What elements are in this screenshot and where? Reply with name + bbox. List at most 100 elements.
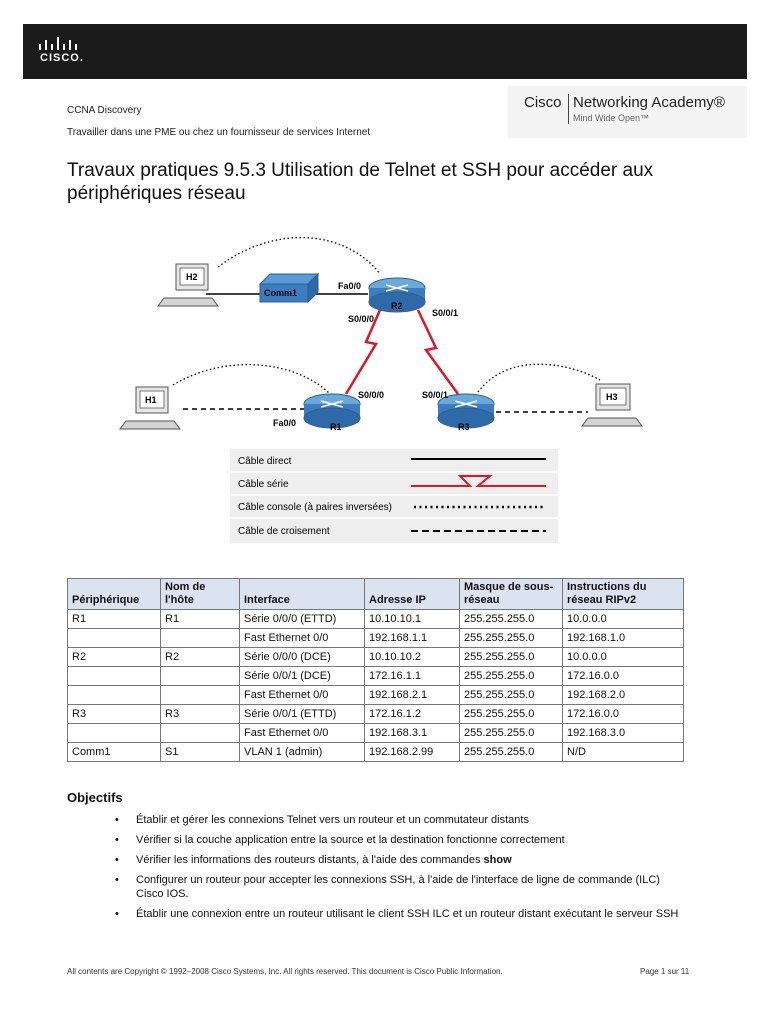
- legend-sample-serial: [411, 475, 546, 487]
- label-r1: R1: [330, 422, 342, 432]
- cell-device: R1: [67, 609, 161, 629]
- list-item: • Établir une connexion entre un routeur …: [110, 907, 690, 921]
- cell-device: [67, 685, 161, 705]
- cell-mask: 255.255.255.0: [459, 609, 563, 629]
- iface-r2-s000: S0/0/0: [348, 314, 374, 324]
- cell-hostname: [160, 666, 240, 686]
- cell-mask: 255.255.255.0: [459, 742, 563, 762]
- serial-cable-r2-r3: [416, 309, 460, 395]
- legend-label-straight: Câble direct: [238, 456, 292, 467]
- label-comm1: Comm1: [264, 288, 297, 298]
- page-title: Travaux pratiques 9.5.3 Utilisation de T…: [67, 160, 654, 204]
- cell-hostname: S1: [160, 742, 240, 762]
- objectives-list: •Établir et gérer les connexions Telnet …: [110, 813, 690, 927]
- cell-interface: VLAN 1 (admin): [239, 742, 365, 762]
- page-number: Page 1 sur 11: [640, 967, 690, 976]
- objectives-heading: Objectifs: [67, 790, 123, 805]
- brand-networking-academy: Networking Academy®: [573, 94, 725, 111]
- table-row: Fast Ethernet 0/0 192.168.1.1 255.255.25…: [67, 628, 684, 648]
- cell-ip: 192.168.1.1: [364, 628, 460, 648]
- cell-hostname: [160, 628, 240, 648]
- cell-ip: 10.10.10.2: [364, 647, 460, 667]
- serial-cable-r2-r1: [344, 309, 382, 395]
- cell-ip: 192.168.3.1: [364, 723, 460, 743]
- addressing-table: Périphérique Nom de l'hôte Interface Adr…: [67, 578, 684, 762]
- console-cable-h1-r1: [172, 363, 331, 395]
- list-item: •Configurer un routeur pour accepter les…: [110, 873, 690, 901]
- cell-interface: Série 0/0/1 (ETTD): [239, 704, 365, 724]
- cell-mask: 255.255.255.0: [459, 685, 563, 705]
- logo-text: CISCO.: [40, 52, 84, 64]
- bullet-icon: •: [115, 834, 119, 846]
- cell-ip: 192.168.2.99: [364, 742, 460, 762]
- header-bar: CISCO.: [23, 24, 747, 79]
- cell-hostname: R3: [160, 704, 240, 724]
- bullet-icon: •: [115, 908, 119, 920]
- iface-r1-fa00: Fa0/0: [273, 418, 296, 428]
- objective-text: Vérifier les informations des routeurs d…: [136, 854, 484, 866]
- cable-legend: Câble direct Câble série Câble console (…: [230, 449, 558, 543]
- cell-ripv2: 192.168.3.0: [562, 723, 684, 743]
- course-subtitle: Travailler dans une PME ou chez un fourn…: [67, 127, 371, 138]
- cell-device: Comm1: [67, 742, 161, 762]
- cisco-bars-icon: [39, 37, 77, 50]
- cell-ripv2: 172.16.0.0: [562, 704, 684, 724]
- cell-interface: Série 0/0/0 (DCE): [239, 647, 365, 667]
- legend-row-crossover: Câble de croisement: [238, 526, 546, 537]
- pc-h2-icon: H2: [157, 263, 219, 307]
- table-row: Fast Ethernet 0/0 192.168.2.1 255.255.25…: [67, 685, 684, 705]
- router-r3-icon: R3: [437, 393, 495, 432]
- cell-mask: 255.255.255.0: [459, 628, 563, 648]
- cell-device: [67, 723, 161, 743]
- networking-academy-brand: Cisco Networking Academy® Mind Wide Open…: [508, 86, 747, 138]
- legend-label-serial: Câble série: [238, 479, 289, 490]
- table-row: Fast Ethernet 0/0 192.168.3.1 255.255.25…: [67, 723, 684, 743]
- cell-interface: Série 0/0/0 (ETTD): [239, 609, 365, 629]
- label-r3: R3: [458, 422, 470, 432]
- list-item: •Établir et gérer les connexions Telnet …: [110, 813, 690, 827]
- table-row: R1 R1 Série 0/0/0 (ETTD) 10.10.10.1 255.…: [67, 609, 684, 629]
- cell-ripv2: 172.16.0.0: [562, 666, 684, 686]
- objective-text: Configurer un routeur pour accepter les …: [136, 874, 660, 900]
- cell-device: [67, 628, 161, 648]
- list-item: • Vérifier si la couche application entre…: [110, 833, 690, 847]
- table-row: R3 R3 Série 0/0/1 (ETTD) 172.16.1.2 255.…: [67, 704, 684, 724]
- objective-text: Établir une connexion entre un routeur u…: [136, 908, 679, 920]
- iface-r1-s000: S0/0/0: [358, 390, 384, 400]
- iface-r3-s001: S0/0/1: [422, 390, 448, 400]
- col-header-device: Périphérique: [67, 578, 161, 610]
- objective-text: Vérifier si la couche application entre …: [136, 834, 565, 846]
- legend-label-console: Câble console (à paires inversées): [238, 502, 392, 513]
- brand-separator: [568, 94, 569, 124]
- col-header-mask: Masque de sous-réseau: [459, 578, 563, 610]
- cell-ip: 192.168.2.1: [364, 685, 460, 705]
- table-row: Série 0/0/1 (DCE) 172.16.1.1 255.255.255…: [67, 666, 684, 686]
- brand-cisco: Cisco: [524, 94, 562, 111]
- cell-interface: Fast Ethernet 0/0: [239, 723, 365, 743]
- cell-ripv2: 192.168.2.0: [562, 685, 684, 705]
- bullet-icon: •: [115, 814, 119, 826]
- cell-device: R3: [67, 704, 161, 724]
- iface-r2-fa00: Fa0/0: [338, 281, 361, 291]
- pc-h3-icon: H3: [581, 383, 643, 427]
- course-name: CCNA Discovery: [67, 105, 142, 116]
- pc-h1-icon: H1: [119, 386, 181, 430]
- document-header: CCNA Discovery Travailler dans une PME o…: [67, 100, 370, 144]
- cell-ip: 172.16.1.1: [364, 666, 460, 686]
- cell-mask: 255.255.255.0: [459, 723, 563, 743]
- cell-ip: 172.16.1.2: [364, 704, 460, 724]
- objective-command-show: show: [483, 854, 512, 866]
- list-item: •Vérifier les informations des routeurs …: [110, 853, 690, 867]
- cell-ripv2: 10.0.0.0: [562, 647, 684, 667]
- cell-interface: Fast Ethernet 0/0: [239, 685, 365, 705]
- network-topology-diagram: H2 Comm1 R2 R1 R3 H1: [119, 236, 643, 543]
- brand-tagline: Mind Wide Open™: [573, 113, 650, 123]
- switch-comm1-icon: Comm1: [258, 272, 320, 304]
- console-cable-h3-r3: [477, 363, 601, 393]
- cell-ripv2: 192.168.1.0: [562, 628, 684, 648]
- cell-ripv2: 10.0.0.0: [562, 609, 684, 629]
- cell-mask: 255.255.255.0: [459, 647, 563, 667]
- copyright-footer: All contents are Copyright © 1992–2008 C…: [67, 967, 503, 976]
- col-header-hostname: Nom de l'hôte: [160, 578, 240, 610]
- cisco-logo: CISCO.: [37, 37, 97, 69]
